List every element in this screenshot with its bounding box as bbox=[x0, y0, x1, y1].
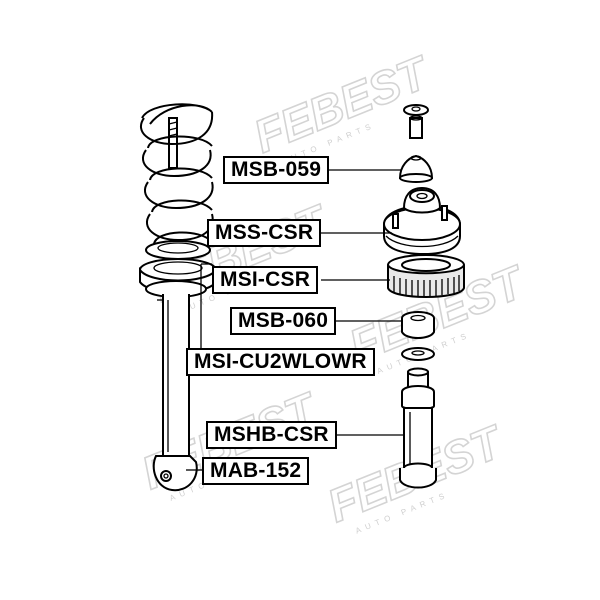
mshb-csr-drawing bbox=[399, 367, 437, 489]
label-msi-csr: MSI-CSR bbox=[212, 266, 319, 294]
label-msi-cu2wlowr: MSI-CU2WLOWR bbox=[186, 348, 375, 376]
label-mss-csr: MSS-CSR bbox=[207, 219, 322, 247]
label-mshb-csr: MSHB-CSR bbox=[206, 421, 337, 449]
label-msb-059: MSB-059 bbox=[223, 156, 330, 184]
msb-059-drawing bbox=[398, 154, 434, 183]
label-mab-152: MAB-152 bbox=[202, 457, 310, 485]
label-msb-060: MSB-060 bbox=[230, 307, 337, 335]
msb-060-drawing bbox=[401, 311, 435, 339]
mss-csr-drawing bbox=[383, 186, 461, 256]
small-washer-drawing bbox=[401, 347, 435, 361]
watermark-brand-1: FEBEST bbox=[247, 45, 438, 163]
msi-csr-drawing bbox=[387, 254, 465, 298]
component-stack-drawing bbox=[383, 104, 465, 489]
leader-lines bbox=[186, 169, 404, 471]
strut-assembly-drawing bbox=[139, 103, 217, 492]
